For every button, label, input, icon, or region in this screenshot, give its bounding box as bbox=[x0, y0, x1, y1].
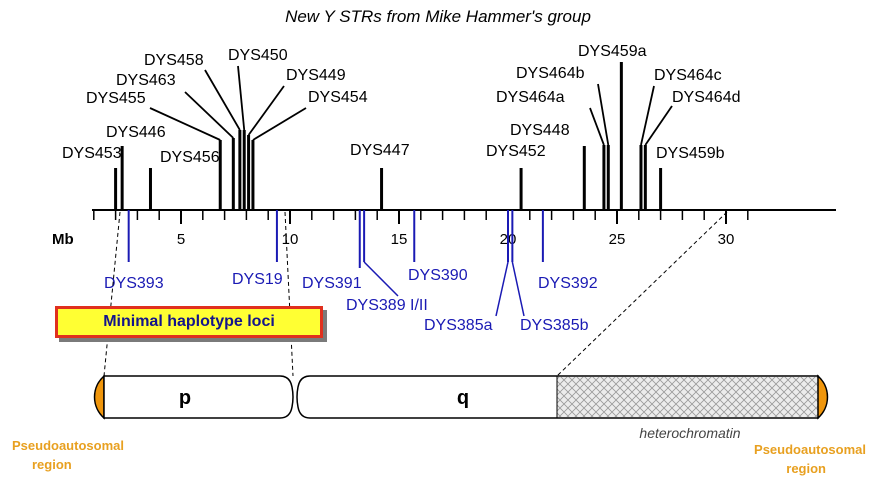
str-label-dys453: DYS453 bbox=[62, 145, 122, 162]
heterochromatin-label: heterochromatin bbox=[639, 425, 740, 441]
chromosome: p q heterochromatin bbox=[95, 376, 828, 441]
str-label-dys448: DYS448 bbox=[510, 122, 570, 139]
min-label-dys392: DYS392 bbox=[538, 275, 598, 292]
str-label-dys455: DYS455 bbox=[86, 90, 146, 107]
str-leader-dys464d bbox=[645, 106, 672, 145]
str-label-dys464b: DYS464b bbox=[516, 65, 585, 82]
p-arm-label: p bbox=[179, 387, 191, 409]
str-label-dys463: DYS463 bbox=[116, 72, 176, 89]
str-leader-dys449 bbox=[249, 86, 284, 135]
min-leader-dys389-i-ii bbox=[364, 262, 398, 296]
axis-tick-label: 30 bbox=[718, 231, 735, 248]
par-left-label-line2: region bbox=[32, 457, 72, 472]
str-label-dys446: DYS446 bbox=[106, 124, 166, 141]
par-left-label-line1: Pseudoautosomal bbox=[12, 438, 124, 453]
pseudoautosomal-left bbox=[95, 376, 104, 418]
min-label-dys389-i-ii: DYS389 I/II bbox=[346, 297, 428, 314]
str-label-dys456: DYS456 bbox=[160, 149, 220, 166]
diagram-title: New Y STRs from Mike Hammer's group bbox=[285, 7, 591, 26]
axis-tick-label: 25 bbox=[609, 231, 626, 248]
projection-line-left bbox=[104, 212, 120, 376]
axis-tick-label: 5 bbox=[177, 231, 185, 248]
axis-tick-label: 10 bbox=[282, 231, 299, 248]
str-label-dys464d: DYS464d bbox=[672, 89, 741, 106]
projection-lines bbox=[104, 212, 727, 376]
min-label-dys390: DYS390 bbox=[408, 267, 468, 284]
axis-unit-label: Mb bbox=[52, 231, 74, 248]
minimal-haplotype-legend-label: Minimal haplotype loci bbox=[103, 313, 275, 331]
str-leader-dys464a bbox=[590, 108, 604, 145]
str-label-dys449: DYS449 bbox=[286, 67, 346, 84]
str-label-dys454: DYS454 bbox=[308, 89, 368, 106]
pseudoautosomal-right bbox=[818, 376, 827, 418]
str-label-dys447: DYS447 bbox=[350, 142, 410, 159]
projection-line-right bbox=[557, 212, 727, 376]
par-right-label-line2: region bbox=[786, 461, 826, 476]
minimal-haplotype-legend: Minimal haplotype loci bbox=[55, 306, 323, 338]
min-label-dys19: DYS19 bbox=[232, 271, 283, 288]
min-label-dys385b: DYS385b bbox=[520, 317, 589, 334]
str-label-dys464a: DYS464a bbox=[496, 89, 565, 106]
str-leader-dys454 bbox=[253, 108, 306, 140]
min-leader-dys385a bbox=[496, 262, 508, 316]
min-label-dys385a: DYS385a bbox=[424, 317, 493, 334]
heterochromatin-region bbox=[557, 377, 818, 417]
q-arm-label: q bbox=[457, 387, 469, 409]
str-leader-dys463 bbox=[185, 92, 233, 138]
min-label-dys391: DYS391 bbox=[302, 275, 362, 292]
str-label-dys459b: DYS459b bbox=[656, 145, 725, 162]
par-right-label-line1: Pseudoautosomal bbox=[754, 442, 866, 457]
str-label-dys450: DYS450 bbox=[228, 47, 288, 64]
str-label-dys459a: DYS459a bbox=[578, 43, 647, 60]
str-label-dys464c: DYS464c bbox=[654, 67, 722, 84]
str-label-dys458: DYS458 bbox=[144, 52, 204, 69]
axis-tick-label: 15 bbox=[391, 231, 408, 248]
min-leader-dys385b bbox=[512, 262, 524, 316]
str-leader-dys458 bbox=[205, 70, 240, 130]
p-arm bbox=[104, 376, 293, 418]
str-leader-dys450 bbox=[238, 66, 244, 130]
str-label-dys452: DYS452 bbox=[486, 143, 546, 160]
